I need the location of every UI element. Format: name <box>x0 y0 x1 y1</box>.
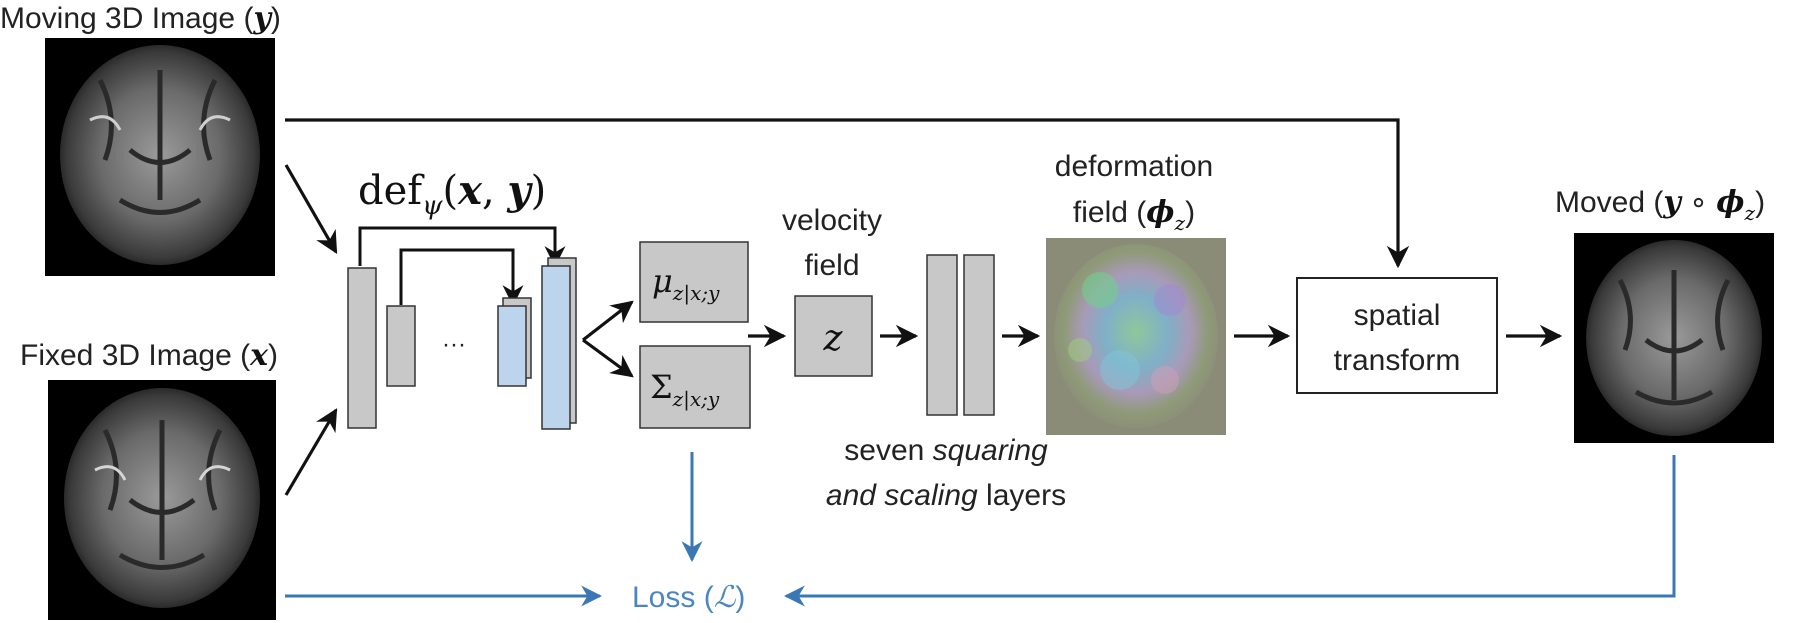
ellipsis: ··· <box>442 331 466 358</box>
encoder-block-2 <box>386 305 416 387</box>
decoder-block-1-blue <box>541 265 571 430</box>
squaring-layer-1 <box>926 254 958 416</box>
svg-text:transform: transform <box>1334 344 1461 377</box>
moved-to-loss-arrow <box>783 455 1676 607</box>
network-label: defψ(x, y) <box>358 167 546 221</box>
deformation-label-line2: field (ϕz) <box>1073 195 1195 235</box>
svg-text:μz|x;y: μz|x;y <box>652 262 720 306</box>
fixed-brain-image <box>48 380 276 620</box>
moved-image-label: Moved (y ∘ ϕz) <box>1555 185 1765 225</box>
fixed-to-net-arrow <box>284 408 338 496</box>
spatial-transform-box: spatial transform <box>1296 277 1498 394</box>
moving-brain-image <box>45 38 275 276</box>
deformation-field-image <box>1046 238 1226 435</box>
mu-box: μz|x;y <box>639 241 749 323</box>
svg-text:Σz|x;y: Σz|x;y <box>650 368 720 412</box>
velocity-label-line2: field <box>804 249 859 282</box>
velocity-label-line1: velocity <box>782 204 882 237</box>
encoder-block-1 <box>347 267 377 429</box>
moving-to-net-arrow <box>284 164 338 254</box>
z-box: z <box>794 295 873 377</box>
moving-image-label: Moving 3D Image (y) <box>0 1 281 36</box>
sigma-box: Σz|x;y <box>639 345 751 429</box>
skip-connection-inner <box>399 248 524 307</box>
svg-text:z: z <box>823 318 844 359</box>
squaring-layer-2 <box>963 254 995 416</box>
deformation-label-line1: deformation <box>1055 150 1213 183</box>
fixed-image-label: Fixed 3D Image (x) <box>20 338 278 373</box>
net-to-mu-arrow <box>582 300 634 342</box>
skip-connection-outer <box>358 226 566 268</box>
unet-network: ··· <box>347 226 577 430</box>
loss-label: Loss (ℒ) <box>632 580 745 615</box>
moving-to-transform-arrow <box>285 118 1410 269</box>
squaring-label-line2: and scaling layers <box>826 479 1066 512</box>
decoder-block-2-blue <box>497 305 527 387</box>
svg-text:spatial: spatial <box>1354 299 1441 332</box>
squaring-label-line1: seven squaring <box>844 434 1048 467</box>
moved-brain-image <box>1574 233 1774 443</box>
net-to-sigma-arrow <box>582 338 634 378</box>
